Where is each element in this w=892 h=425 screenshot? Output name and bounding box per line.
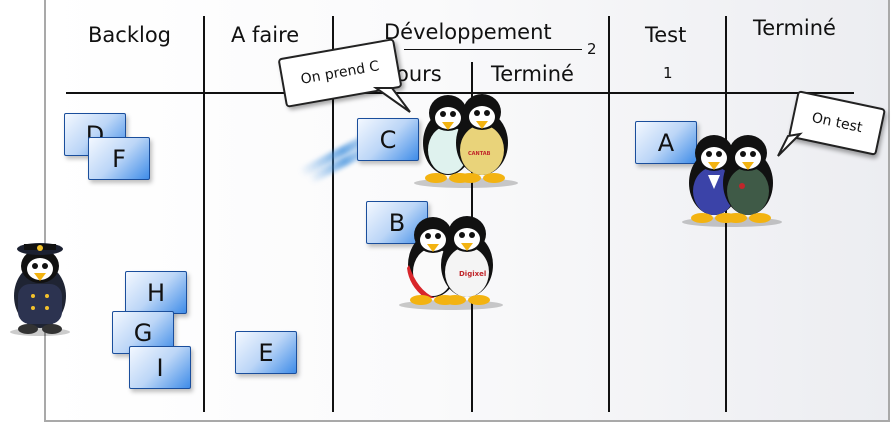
pilot-penguin-icon: [10, 243, 70, 336]
column-divider-todo: [332, 16, 334, 412]
column-header-backlog: Backlog: [88, 23, 171, 47]
dev-subheader-in-progress: ours: [396, 62, 442, 86]
column-header-dev: Développement: [384, 20, 552, 44]
column-header-test: Test: [645, 23, 687, 47]
jersey-text-digiext: Digixel: [459, 270, 487, 278]
speech-bubble-tail: [777, 132, 803, 157]
column-header-todo: A faire: [231, 23, 300, 47]
column-header-done: Terminé: [753, 16, 836, 40]
column-divider-dev: [608, 16, 610, 412]
column-divider-backlog: [203, 16, 205, 412]
penguin-pair-icon: [399, 216, 503, 310]
task-card-h[interactable]: H: [125, 271, 187, 314]
task-card-i[interactable]: I: [129, 346, 191, 389]
dev-subheader-line: [404, 49, 582, 50]
test-wip-limit: 1: [663, 64, 673, 82]
dev-wip-limit: 2: [587, 40, 597, 58]
penguin-pair-icon: [682, 135, 782, 227]
task-card-a[interactable]: A: [635, 121, 697, 164]
speech-bubble-tail: [372, 87, 411, 113]
header-divider: [66, 92, 854, 94]
penguin-pair-icon: [414, 94, 518, 188]
dev-subheader-done: Terminé: [491, 62, 574, 86]
task-card-c[interactable]: C: [357, 118, 419, 161]
jersey-text-cantab: CANTAB: [468, 151, 491, 157]
task-card-f[interactable]: F: [88, 137, 150, 180]
task-card-e[interactable]: E: [235, 331, 297, 374]
